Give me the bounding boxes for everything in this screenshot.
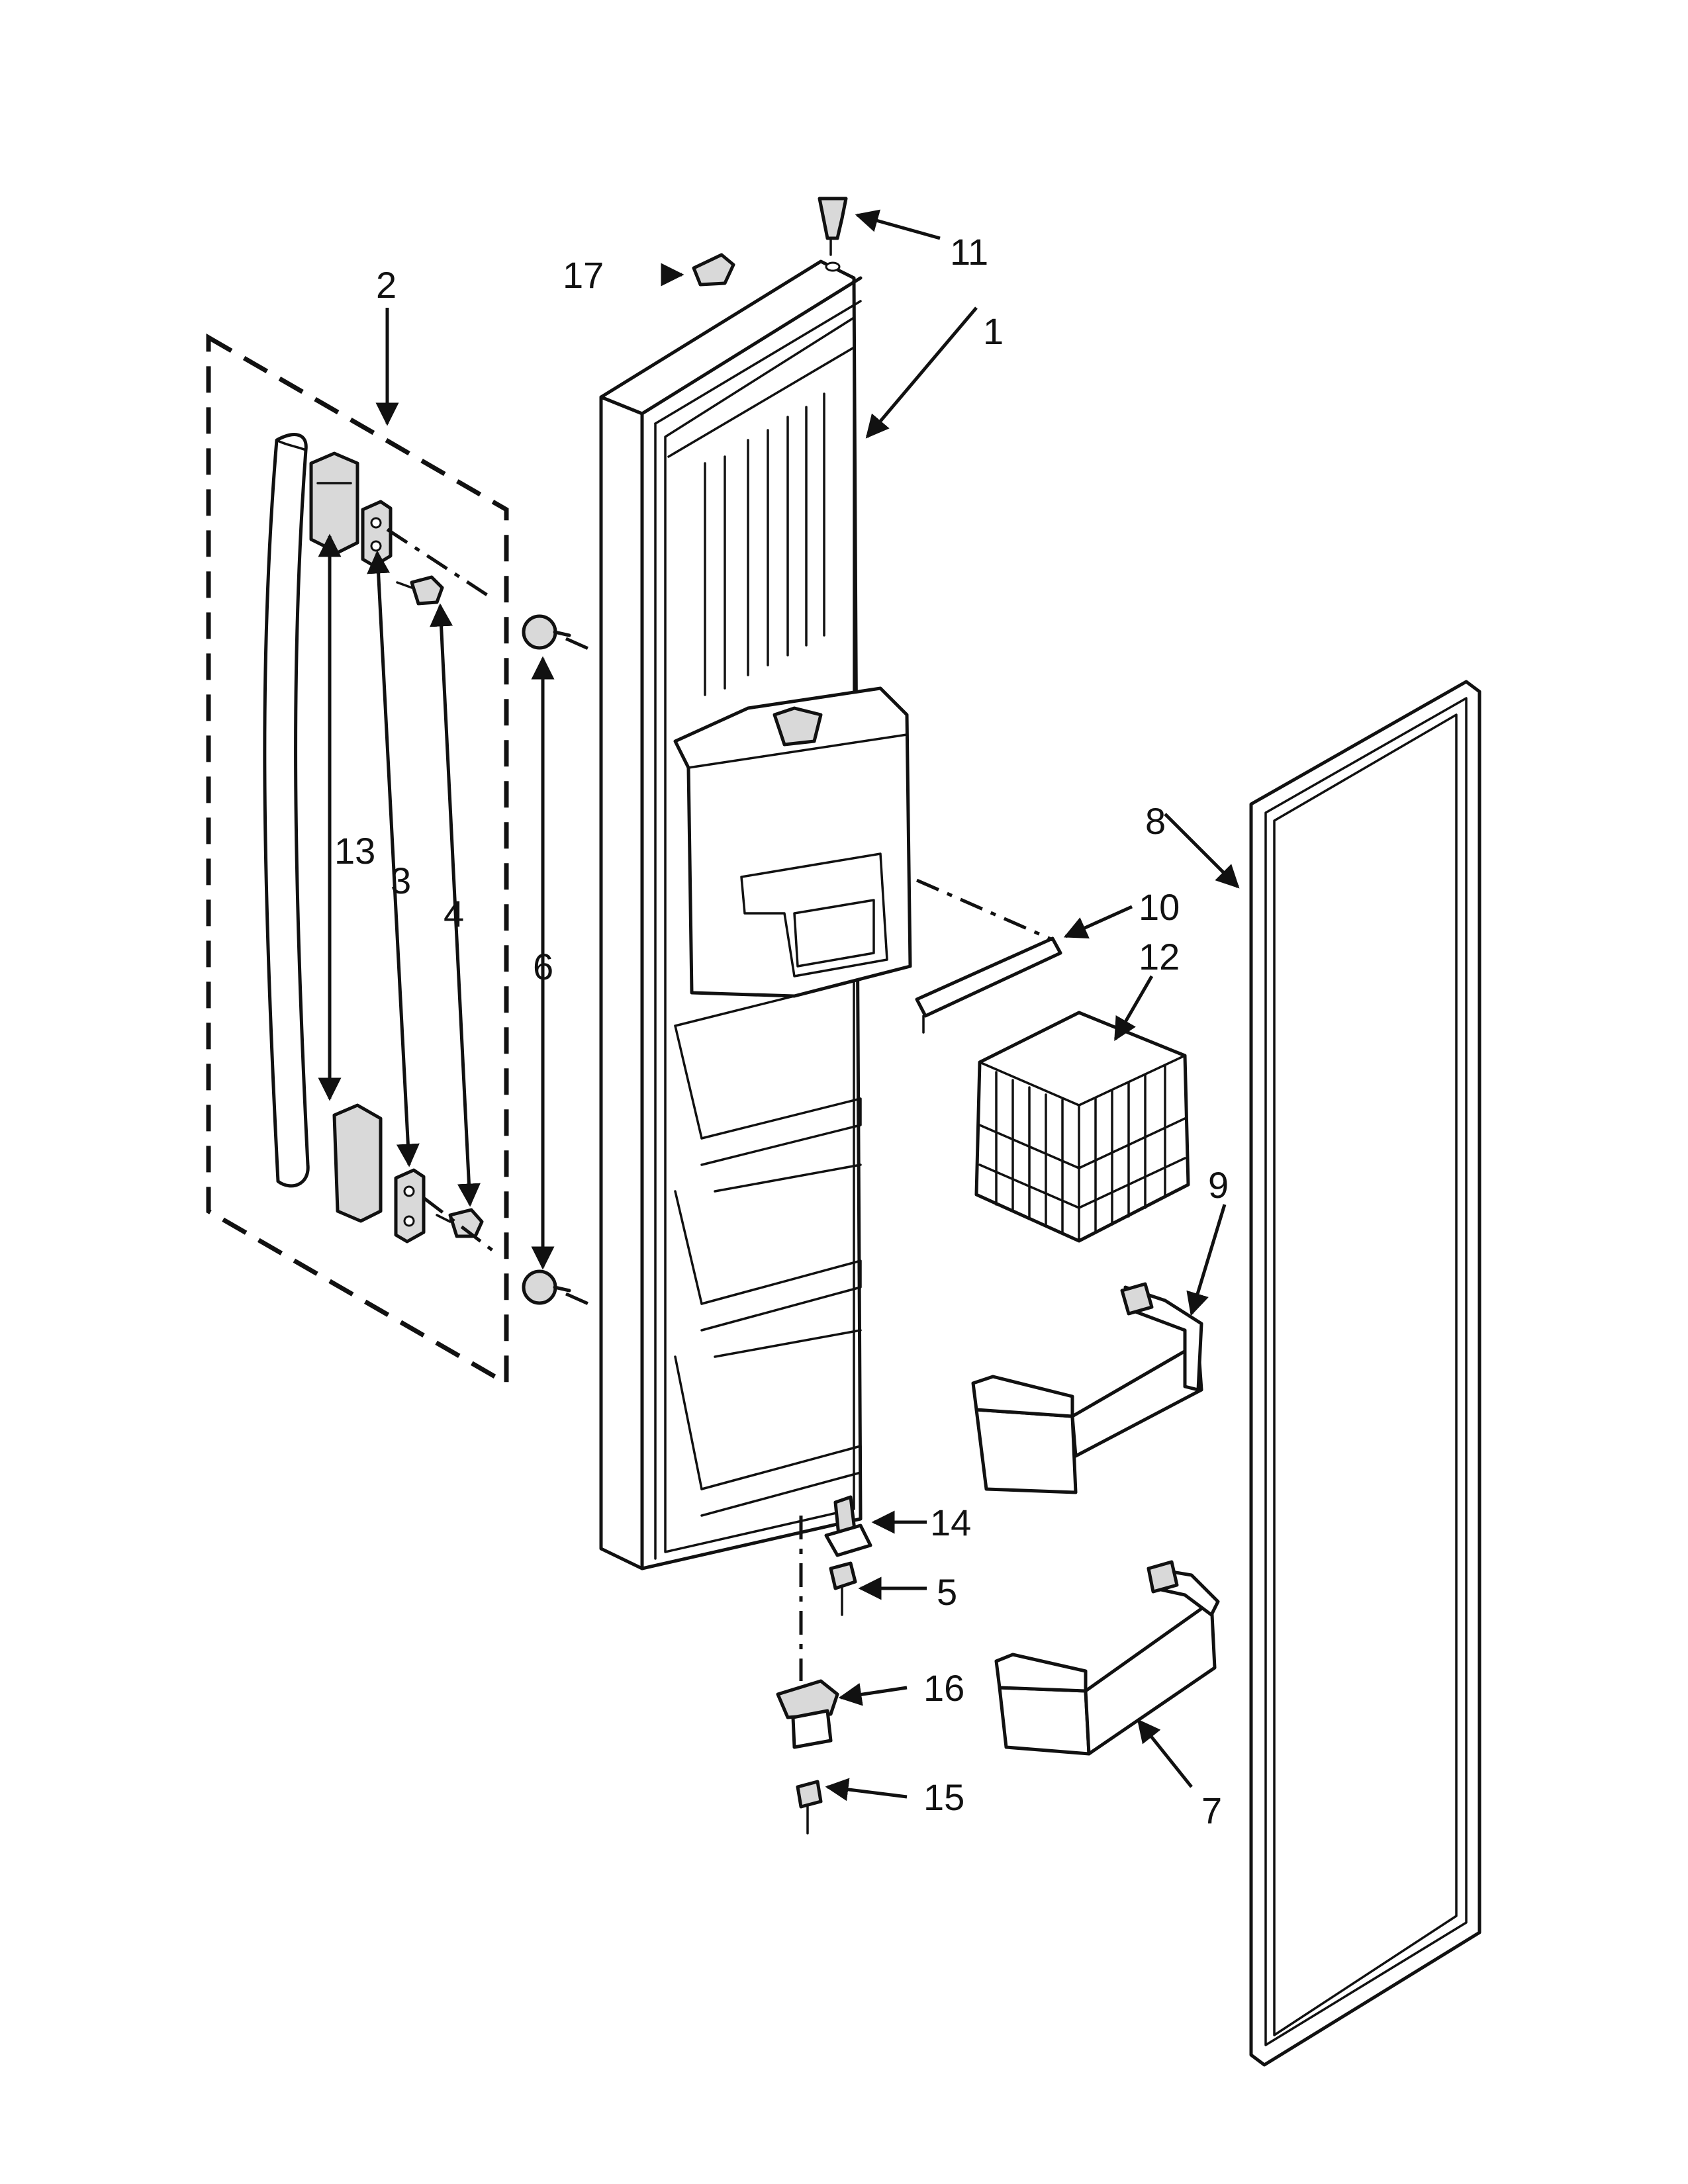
door-bin-lower <box>994 1560 1220 1756</box>
callout-10: 10 <box>1139 886 1180 928</box>
upper-handle-bracket <box>361 500 393 568</box>
hinge-screw-lower <box>796 1780 823 1835</box>
callout-12: 12 <box>1139 936 1180 978</box>
top-hinge-bushing <box>818 197 848 272</box>
leader-lines <box>318 209 1240 1801</box>
callout-4: 4 <box>444 893 464 934</box>
lower-handle-end-cap <box>332 1103 383 1223</box>
upper-handle-end-cap <box>309 451 359 555</box>
lower-hinge-pin <box>824 1495 872 1557</box>
wire-basket <box>974 1011 1190 1243</box>
freezer-door-panel <box>599 259 912 1570</box>
callout-16: 16 <box>923 1667 964 1709</box>
callout-2: 2 <box>376 264 397 306</box>
upper-handle-stud <box>522 614 571 650</box>
callout-8: 8 <box>1145 800 1166 842</box>
callout-17: 17 <box>563 254 604 296</box>
upper-handle-screw <box>396 575 444 606</box>
callout-5: 5 <box>937 1571 957 1613</box>
callout-7: 7 <box>1201 1790 1222 1831</box>
door-bin-upper <box>971 1282 1203 1494</box>
callout-14: 14 <box>930 1502 971 1543</box>
callout-1: 1 <box>983 310 1004 352</box>
lower-hinge <box>776 1679 839 1749</box>
handle-assembly-box <box>206 333 509 1388</box>
dispenser-trim-strip <box>915 936 1062 1034</box>
callout-9: 9 <box>1208 1164 1229 1206</box>
lower-handle-stud <box>522 1269 571 1305</box>
callout-13: 13 <box>334 830 375 872</box>
door-top-plug <box>692 253 735 287</box>
lower-handle-bracket <box>394 1168 426 1244</box>
door-gasket <box>1249 680 1481 2067</box>
callout-3: 3 <box>391 860 411 901</box>
hinge-screw-upper <box>829 1561 857 1616</box>
door-handle <box>263 433 310 1188</box>
lower-handle-screw <box>436 1208 484 1238</box>
callout-15: 15 <box>923 1776 964 1818</box>
callout-6: 6 <box>533 946 553 987</box>
callout-11: 11 <box>950 231 988 273</box>
